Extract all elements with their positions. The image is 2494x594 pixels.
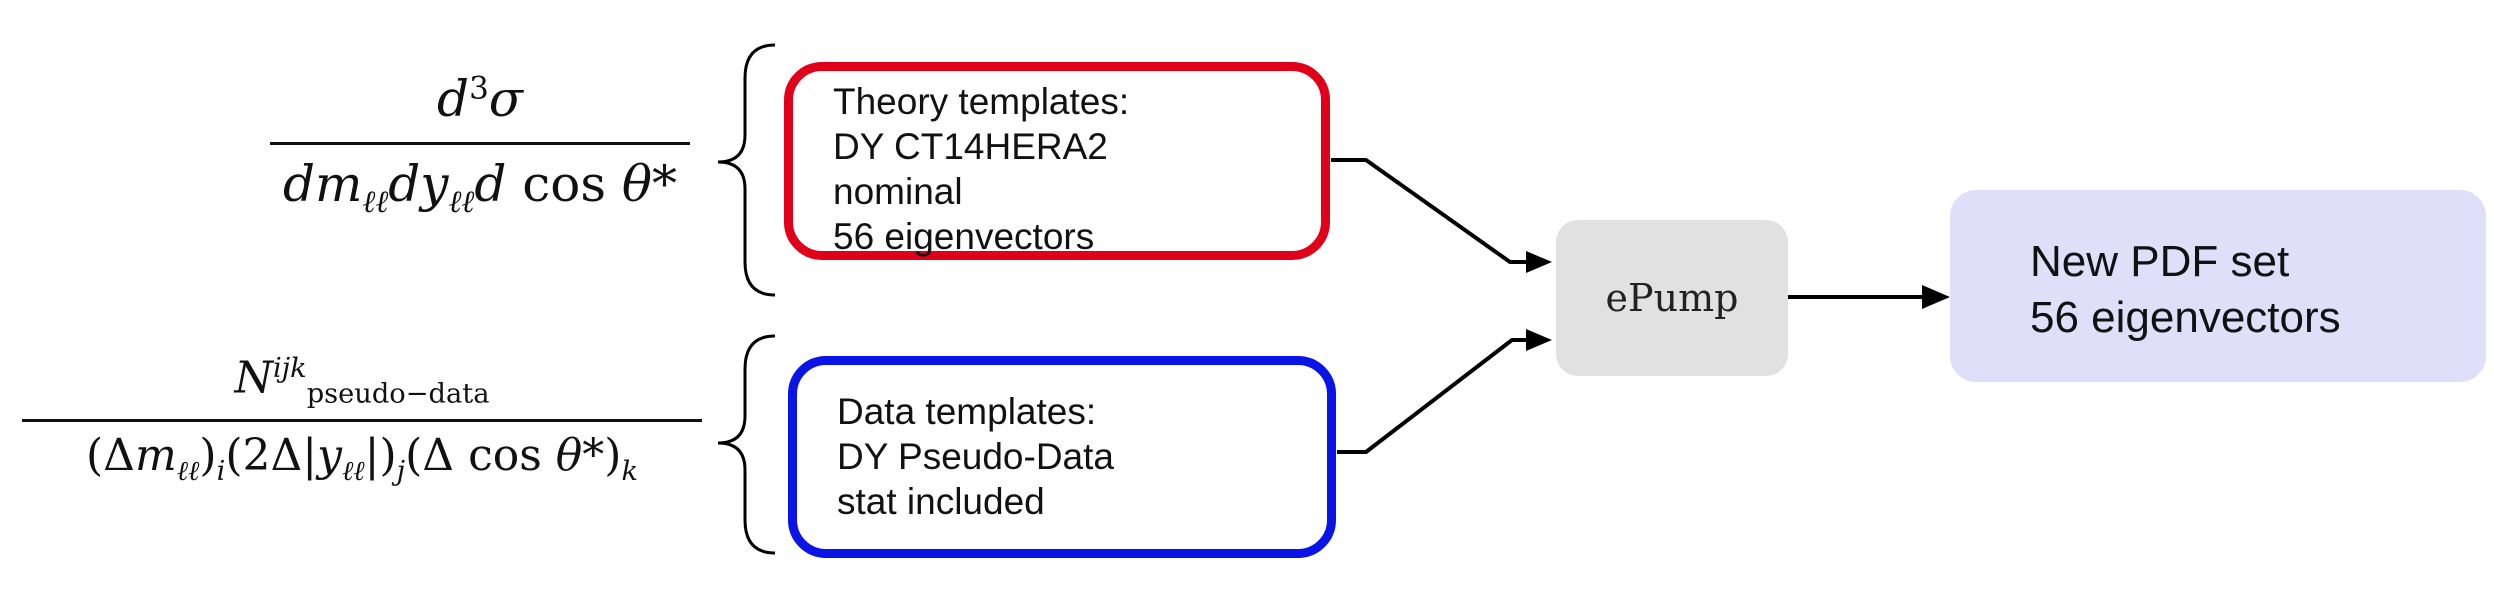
data-templates-box: Data templates: DY Pseudo-Data stat incl… (788, 356, 1336, 558)
theory-formula-denominator: dmℓℓdyℓℓd cos θ* (282, 155, 677, 220)
data-box-title: Data templates: (837, 391, 1097, 432)
theory-box-title: Theory templates: (833, 81, 1130, 122)
data-formula-denominator: (Δmℓℓ)i(2Δ|yℓℓ|)j(Δ cos θ*)k (86, 430, 638, 487)
result-box-line: 56 eigenvectors (2030, 293, 2341, 342)
theory-box-line: 56 eigenvectors (833, 216, 1095, 257)
data-box-line: stat included (837, 481, 1045, 522)
theory-arrowhead (1526, 251, 1552, 273)
epump-label: ePump (1605, 275, 1739, 320)
result-box-title: New PDF set (2030, 237, 2290, 286)
theory-box-line: DY CT14HERA2 (833, 126, 1108, 167)
new-pdf-set-box: New PDF set 56 eigenvectors (1950, 190, 2486, 382)
fraction-bar (22, 419, 702, 423)
theory-box-line: nominal (833, 171, 963, 212)
theory-templates-box: Theory templates: DY CT14HERA2 nominal 5… (784, 62, 1330, 260)
epump-node: ePump (1556, 220, 1788, 376)
theory-cross-section-formula: d3σ dmℓℓdyℓℓd cos θ* (270, 70, 690, 220)
data-to-epump-arrow (1337, 338, 1530, 454)
pseudo-data-formula: Nijkpseudo−data (Δmℓℓ)i(2Δ|yℓℓ|)j(Δ cos … (22, 352, 702, 487)
theory-to-epump-arrow (1331, 158, 1530, 264)
data-box-line: DY Pseudo-Data (837, 436, 1114, 477)
theory-formula-numerator: d3σ (437, 70, 523, 128)
data-formula-numerator: Nijkpseudo−data (234, 352, 490, 410)
fraction-bar (270, 142, 690, 145)
result-arrowhead (1922, 285, 1950, 309)
data-brace (717, 334, 776, 555)
theory-brace (717, 43, 776, 297)
data-arrowhead (1526, 329, 1552, 351)
